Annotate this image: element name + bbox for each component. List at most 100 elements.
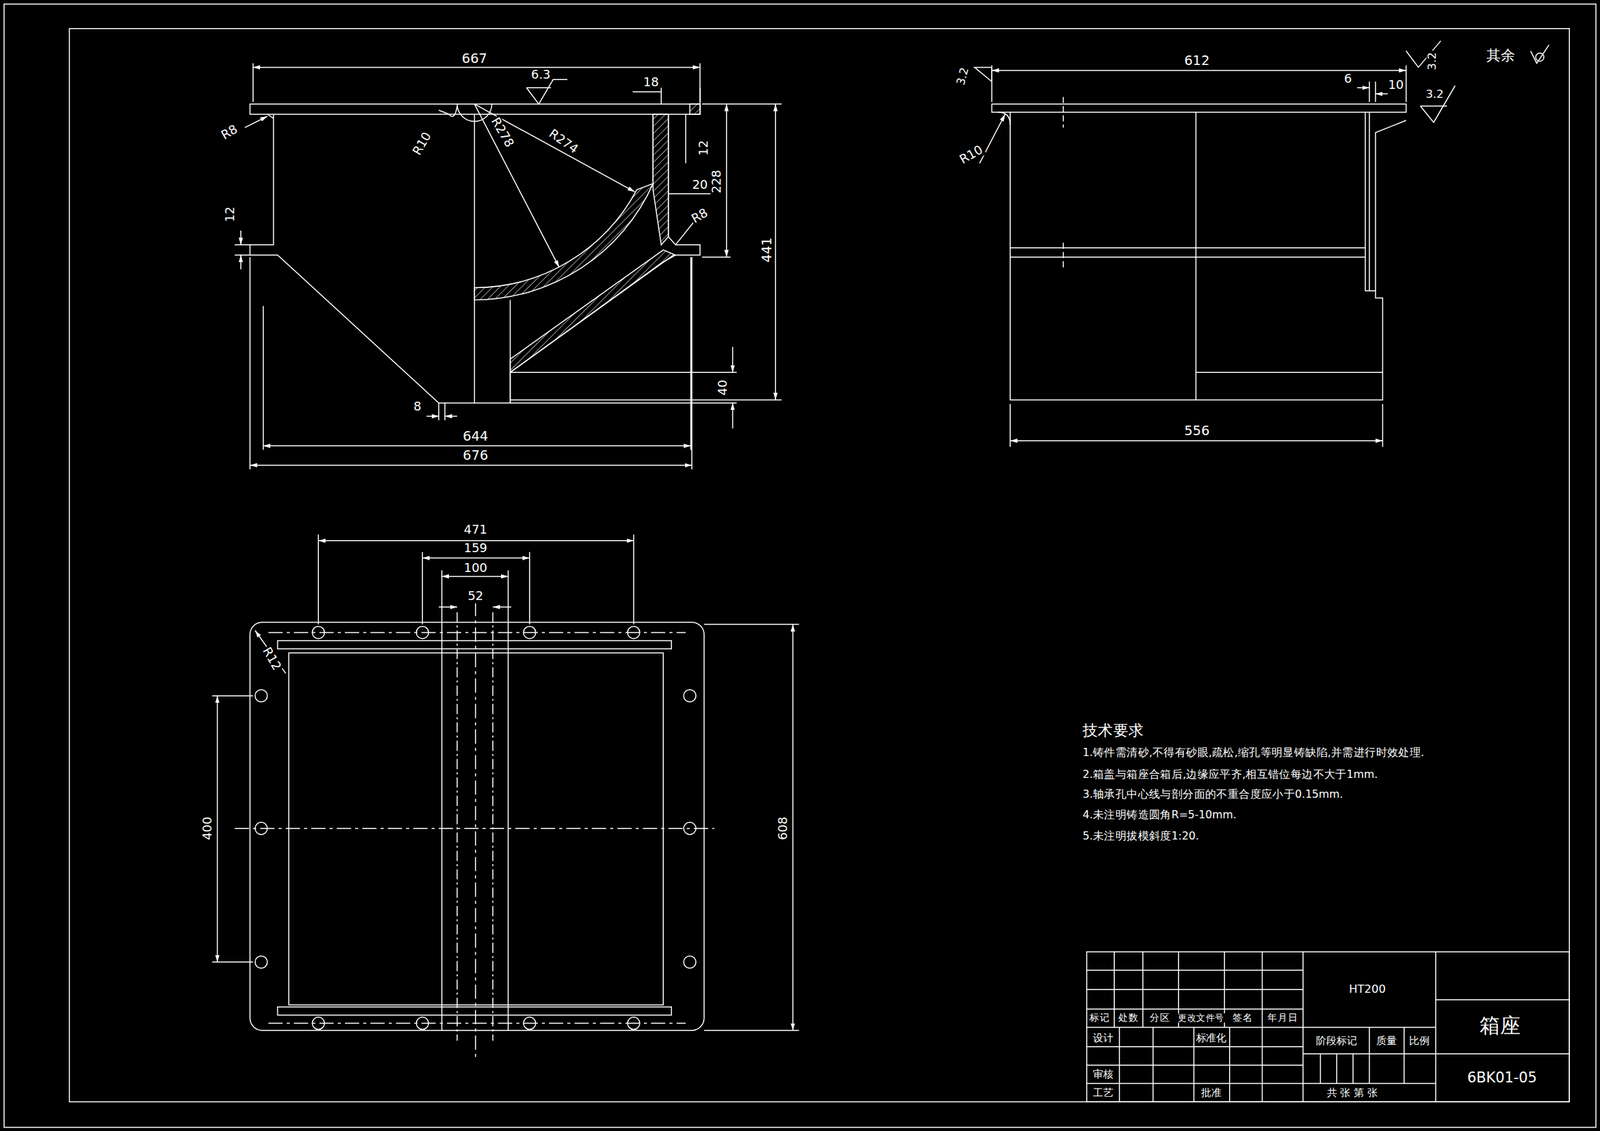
- drawing-line: [255, 626, 696, 1030]
- dimension-text: 667: [460, 52, 488, 67]
- drawing-line: [1010, 440, 1383, 441]
- drawing-line: [318, 534, 634, 625]
- dimension-text: R12: [259, 644, 285, 675]
- drawing-line: [652, 114, 668, 245]
- drawing-line: [668, 193, 715, 195]
- title-block-cell: 批准: [1199, 1087, 1223, 1099]
- drawing-line: [255, 822, 268, 835]
- title-block-cell: 6BK01-05: [1465, 1071, 1538, 1087]
- drawing-line: [253, 67, 701, 68]
- drawing-line: [997, 112, 1011, 125]
- technical-note: 技术要求: [1081, 721, 1145, 740]
- surface-roughness-text: 3.2: [1426, 51, 1439, 72]
- drawing-line: [683, 689, 696, 703]
- drawing-line: [1369, 81, 1376, 102]
- drawing-line: [438, 403, 445, 421]
- drawing-line: [510, 372, 738, 404]
- title-block-cell: 分区: [1149, 1012, 1172, 1024]
- drawing-line: [732, 403, 733, 429]
- drawing-line: [1010, 112, 1407, 400]
- drawing-line: [277, 640, 673, 649]
- dimension-text: 441: [760, 236, 775, 264]
- dimension-text: 10: [1387, 78, 1405, 93]
- title-block-cell: 阶段标记: [1315, 1035, 1359, 1047]
- technical-note: 1.铸件需清砂,不得有砂眼,疏松,缩孔等明显铸缺陷,并需进行时效处理.: [1081, 747, 1426, 759]
- drawing-line: [318, 540, 634, 542]
- drawing-line: [234, 602, 715, 1062]
- drawing-line: [689, 104, 701, 115]
- drawing-line: [277, 1007, 673, 1016]
- drawing-line: [69, 28, 1570, 1103]
- drawing-line: [704, 624, 800, 1031]
- drawing-line: [1010, 403, 1383, 447]
- drawing-line: [1435, 999, 1570, 1054]
- drawing-line: [442, 576, 509, 577]
- drawing-line: [1530, 45, 1550, 64]
- drawing-line: [523, 1017, 536, 1030]
- drawing-line: [510, 249, 677, 373]
- drawing-line: [448, 106, 458, 117]
- title-block-cell: 标准化: [1194, 1031, 1228, 1043]
- drawing-line: [474, 104, 635, 192]
- drawing-line: [685, 114, 686, 164]
- dimension-text: 12: [697, 138, 712, 157]
- drawing-line: [683, 822, 696, 835]
- drawing-line: [234, 244, 250, 256]
- drawing-line: [255, 689, 268, 703]
- drawing-line: [240, 255, 241, 270]
- dimension-text: R278: [487, 114, 517, 151]
- dimension-text: R274: [545, 126, 582, 158]
- drawing-line: [1086, 951, 1570, 1102]
- drawing-line: [244, 116, 268, 128]
- title-block-cell: 签名: [1231, 1012, 1255, 1024]
- dimension-text: R10: [956, 143, 987, 168]
- dimension-text: 676: [461, 448, 490, 464]
- drawing-line: [312, 626, 325, 640]
- drawing-line: [627, 626, 640, 640]
- drawing-line: [974, 67, 992, 82]
- title-block-cell: 年月日: [1266, 1012, 1299, 1024]
- title-block-cell: 设计: [1091, 1031, 1115, 1043]
- drawing-line: [683, 956, 696, 969]
- drawing-line: [1119, 1027, 1263, 1103]
- drawing-line: [474, 104, 560, 268]
- drawing-line: [253, 62, 701, 102]
- surface-roughness-text: 3.2: [1424, 88, 1445, 102]
- dimension-text: 471: [462, 524, 488, 538]
- drawing-line: [1420, 85, 1456, 123]
- drawing-line: [526, 79, 568, 105]
- technical-note: 4.未注明铸造圆角R=5-10mm.: [1081, 809, 1238, 822]
- dimension-text: 52: [466, 589, 485, 604]
- title-block-cell: 更改文件号: [1177, 1013, 1225, 1024]
- drawing-line: [474, 114, 475, 404]
- dimension-text: 40: [716, 379, 731, 397]
- drawing-line: [523, 626, 536, 640]
- drawing-line: [240, 230, 241, 245]
- drawing-line: [312, 1017, 325, 1030]
- dimension-text: R8: [688, 205, 712, 227]
- title-block-cell: HT200: [1348, 983, 1388, 996]
- drawing-line: [422, 557, 530, 559]
- drawing-line: [255, 956, 268, 969]
- drawing-line: [732, 346, 733, 373]
- dimension-text: 18: [641, 75, 660, 90]
- surface-roughness-text: 6.3: [530, 69, 552, 83]
- drawing-line: [1114, 951, 1262, 1028]
- drawing-line: [416, 1017, 429, 1030]
- title-block-cell: 质量: [1375, 1035, 1399, 1047]
- drawing-line: [212, 695, 254, 963]
- technical-note: 2.箱盖与箱座合箱后,边缘应平齐,相互错位每边不大于1mm.: [1081, 768, 1379, 781]
- drawing-line: [774, 104, 776, 400]
- drawing-line: [702, 256, 731, 258]
- drawing-line: [792, 624, 794, 1031]
- title-block-cell: 共 张 第 张: [1325, 1087, 1379, 1099]
- drawing-line: [991, 69, 1406, 71]
- title-block-cell: 审核: [1091, 1068, 1115, 1080]
- drawing-line: [438, 110, 449, 115]
- dimension-text: 8: [412, 400, 423, 415]
- drawing-line: [1302, 1027, 1436, 1085]
- drawing-line: [249, 257, 692, 470]
- drawing-line: [509, 299, 511, 404]
